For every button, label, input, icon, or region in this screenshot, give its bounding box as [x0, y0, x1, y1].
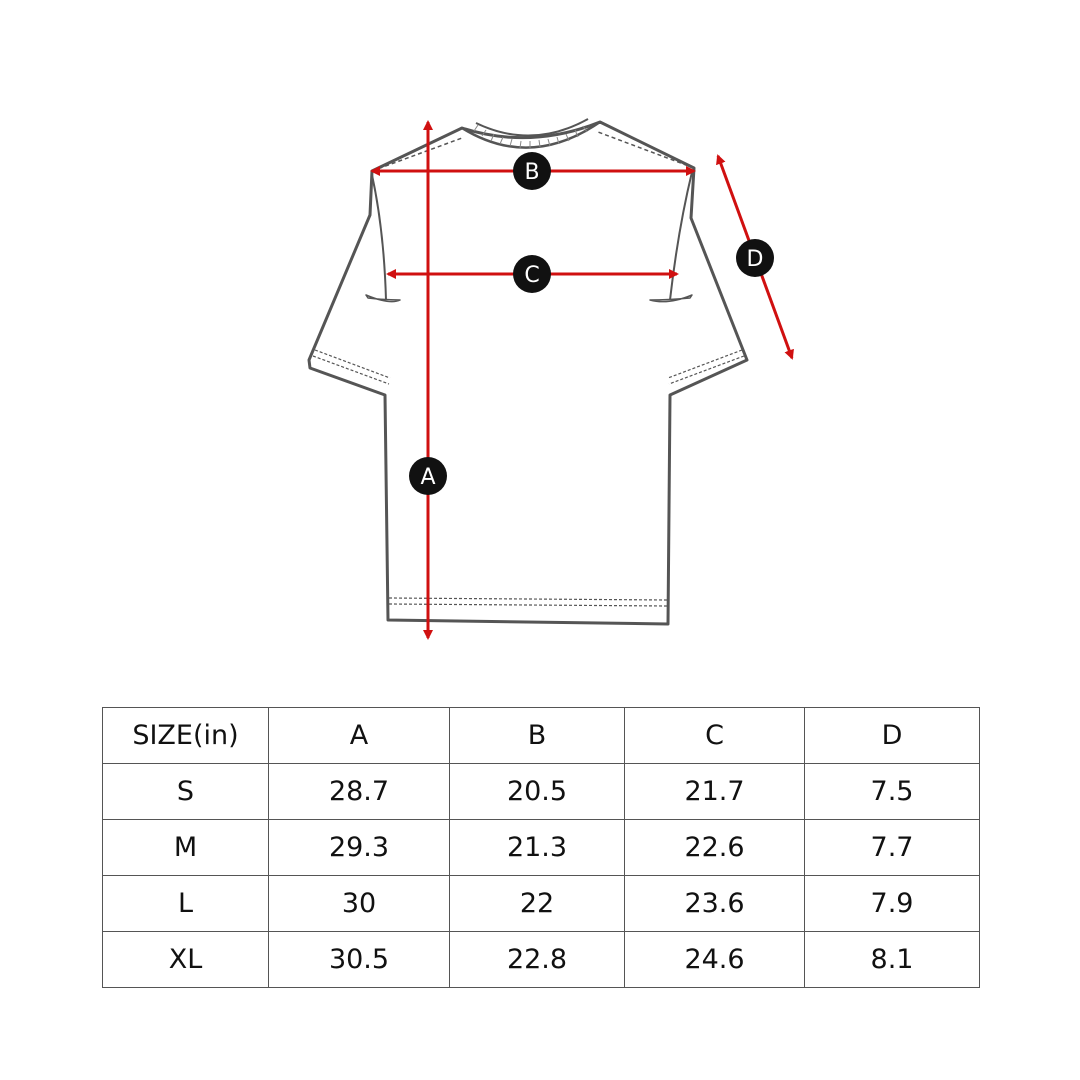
table-cell: 20.5 — [449, 763, 625, 820]
header-b: B — [449, 707, 625, 764]
header-d: D — [804, 707, 980, 764]
badge-a: A — [409, 457, 447, 495]
tshirt-body-outline — [307, 120, 749, 626]
table-row: S 28.7 20.5 21.7 7.5 — [102, 763, 980, 820]
table-cell: 29.3 — [268, 819, 450, 876]
table-cell: 22 — [449, 875, 625, 932]
table-cell: 7.7 — [804, 819, 980, 876]
table-cell: 22.6 — [624, 819, 805, 876]
badge-b-label: B — [524, 160, 539, 185]
badge-b: B — [513, 152, 551, 190]
table-cell: 30.5 — [268, 931, 450, 988]
table-cell: 30 — [268, 875, 450, 932]
badge-d: D — [736, 239, 774, 277]
table-cell: 8.1 — [804, 931, 980, 988]
size-chart-table: SIZE(in) A B C D S 28.7 20.5 21.7 7.5 M … — [102, 707, 980, 988]
size-label: S — [102, 763, 269, 820]
table-row: XL 30.5 22.8 24.6 8.1 — [102, 931, 980, 988]
sleeve-hem-left — [312, 349, 391, 385]
collar-outer — [461, 120, 601, 149]
armhole-left — [371, 174, 387, 301]
shoulder-seam-right — [597, 131, 695, 169]
sleeve-hem-right — [667, 349, 745, 385]
badge-c-label: C — [524, 263, 539, 288]
table-cell: 7.5 — [804, 763, 980, 820]
badge-d-label: D — [747, 247, 764, 272]
size-label: M — [102, 819, 269, 876]
tshirt-measurement-diagram: A B C D — [307, 118, 794, 640]
table-cell: 24.6 — [624, 931, 805, 988]
collar-inner — [475, 118, 589, 137]
shoulder-seam-left — [371, 137, 463, 172]
header-c: C — [624, 707, 805, 764]
table-row: M 29.3 21.3 22.6 7.7 — [102, 819, 980, 876]
header-size: SIZE(in) — [102, 707, 269, 764]
underarm-fold-left — [365, 294, 401, 303]
table-cell: 7.9 — [804, 875, 980, 932]
table-cell: 21.7 — [624, 763, 805, 820]
header-a: A — [268, 707, 450, 764]
collar-ribbing — [473, 124, 588, 149]
table-cell: 22.8 — [449, 931, 625, 988]
size-label: XL — [102, 931, 269, 988]
table-row: L 30 22 23.6 7.9 — [102, 875, 980, 932]
badge-a-label: A — [420, 465, 435, 490]
table-header-row: SIZE(in) A B C D — [102, 707, 980, 764]
size-label: L — [102, 875, 269, 932]
table-cell: 21.3 — [449, 819, 625, 876]
underarm-fold-right — [649, 294, 693, 303]
table-cell: 28.7 — [268, 763, 450, 820]
tshirt-outline — [307, 118, 749, 626]
armhole-right — [669, 171, 693, 301]
table-cell: 23.6 — [624, 875, 805, 932]
bottom-hem — [388, 597, 668, 607]
badge-c: C — [513, 255, 551, 293]
